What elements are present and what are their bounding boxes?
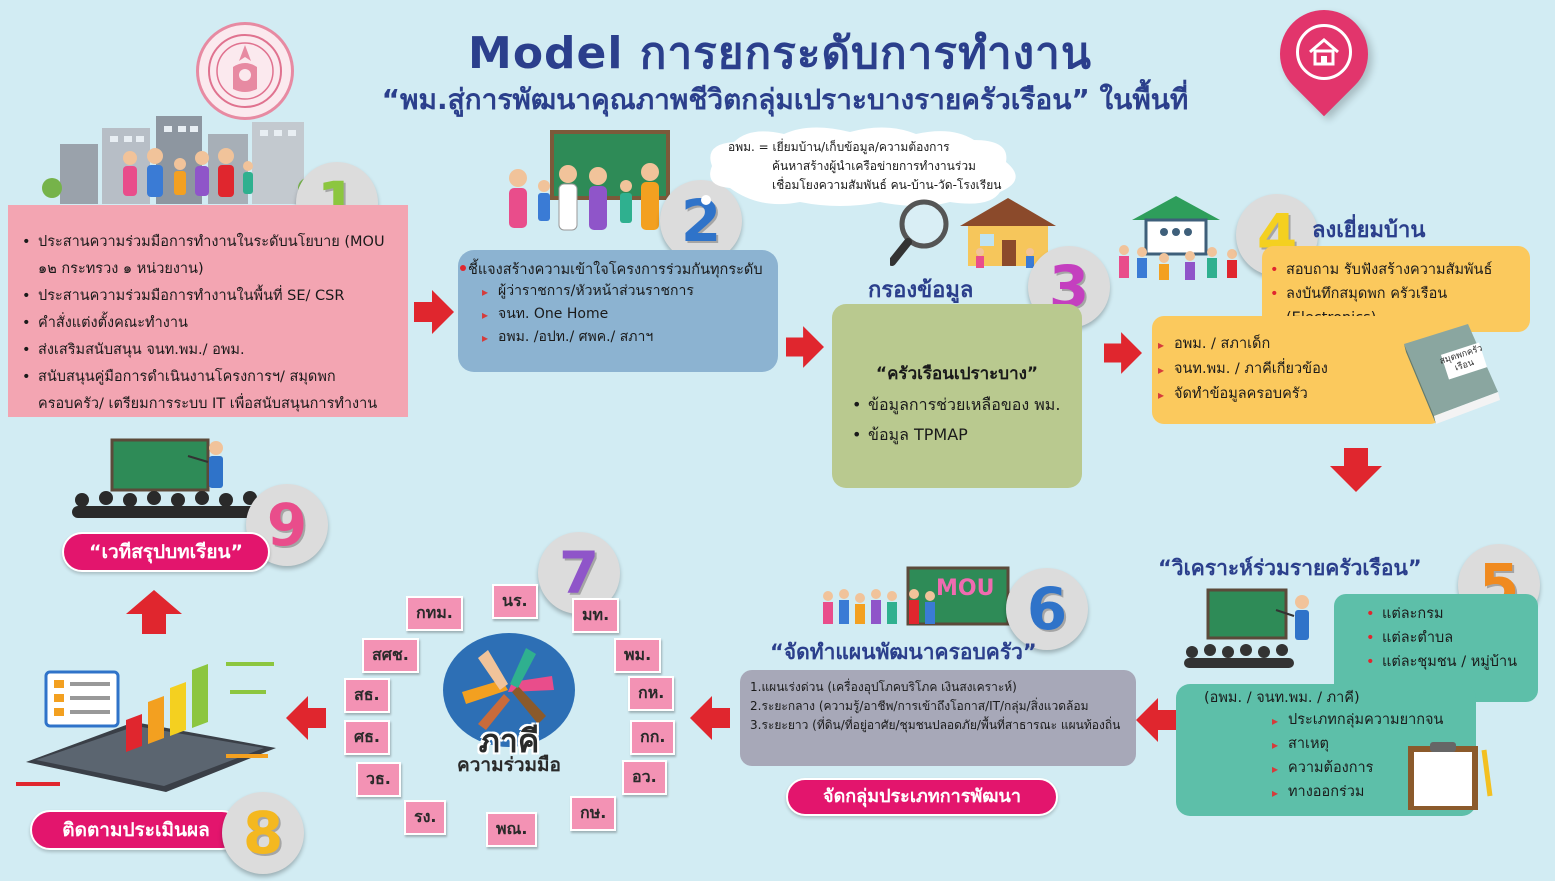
step-6-label: “จัดทำแผนพัฒนาครอบครัว” <box>770 640 1037 664</box>
step-3-label: กรองข้อมูล <box>868 278 974 303</box>
partner-tag: กษ. <box>570 796 617 831</box>
step-3-heading: “ครัวเรือนเปราะบาง” <box>875 364 1039 384</box>
step-2-cloud: อพม. = เยี่ยมบ้าน/เก็บข้อมูล/ความต้องการ… <box>700 126 1030 208</box>
clipboard-icon <box>1404 740 1496 812</box>
step-6-plan: 1.แผนเร่งด่วน (เครื่องอุปโภคบริโภค เงินส… <box>750 680 1017 694</box>
partner-tag: อว. <box>622 760 667 795</box>
tablet-chart-illustration <box>16 652 282 792</box>
step-7-center-title: ภาคี <box>478 722 540 760</box>
partner-tag: รง. <box>404 800 447 835</box>
step-8-pill: ติดตามประเมินผล <box>30 810 242 850</box>
step-5-level: แต่ละชุมชน / หมู่บ้าน <box>1364 650 1517 674</box>
arrow-right-icon <box>414 290 454 338</box>
step-5-box: (อพม. / จนท.พม. / ภาคี) ประเภทกลุ่มความย… <box>1176 684 1476 816</box>
partner-tag: ศธ. <box>344 720 390 755</box>
step-6-pill: จัดกลุ่มประเภทการพัฒนา <box>786 778 1058 816</box>
step-2-number: 2 <box>660 180 742 262</box>
step-5-who: (อพม. / จนท.พม. / ภาคี) <box>1204 690 1360 706</box>
page-subtitle: “พม.สู่การพัฒนาคุณภาพชีวิตกลุ่มเปราะบางร… <box>381 83 1189 116</box>
page-title: Model การยกระดับการทำงาน <box>468 28 1092 79</box>
family-book-icon: สมุดพกครัวเรือน <box>1396 318 1502 426</box>
step-1-item: คำสั่งแต่งตั้งคณะทำงาน <box>20 310 394 337</box>
step-4-item: อพม. / สภาเด็ก <box>1156 332 1328 358</box>
partner-tag: กทม. <box>406 596 463 631</box>
step-3-box: “ครัวเรือนเปราะบาง” ข้อมูลการช่วยเหลือขอ… <box>832 304 1082 488</box>
step-6-plan: 2.ระยะกลาง (ความรู้/อาชีพ/การเข้าถึงโอกา… <box>750 699 1089 713</box>
partner-tag: พม. <box>614 638 662 673</box>
step-2-heading: ชี้แจงสร้างความเข้าใจโครงการร่วมกันทุกระ… <box>468 262 763 278</box>
cloud-line: เชื่อมโยงความสัมพันธ์ คน-บ้าน-วัด-โรงเรี… <box>772 178 1002 192</box>
cloud-line: ค้นหาสร้างผู้นำเครือข่ายการทำงานร่วม <box>772 159 976 173</box>
step-1-box: ประสานความร่วมมือการทำงานในระดับนโยบาย (… <box>8 205 408 417</box>
teacher-family-illustration <box>500 128 680 240</box>
step-5-level: แต่ละกรม <box>1364 602 1517 626</box>
step-6-plan: 3.ระยะยาว (ที่ดิน/ที่อยู่อาศัย/ชุมชนปลอด… <box>750 718 1121 732</box>
step-2-box: ชี้แจงสร้างความเข้าใจโครงการร่วมกันทุกระ… <box>458 250 778 372</box>
arrow-left-icon <box>690 696 730 744</box>
teacher-class-illustration <box>1182 588 1330 674</box>
step-7-center-sub: ความร่วมมือ <box>457 754 561 776</box>
step-3-item: ข้อมูลการช่วยเหลือของ พม. <box>850 390 1060 420</box>
arrow-right-icon <box>786 326 824 372</box>
arrow-down-icon <box>1330 448 1382 496</box>
step-4-item: สอบถาม รับฟังสร้างความสัมพันธ์ <box>1268 258 1530 282</box>
step-1-item: สนับสนุนคู่มือการดำเนินงานโครงการฯ/ สมุด… <box>20 364 394 418</box>
step-5-level: แต่ละตำบล <box>1364 626 1517 650</box>
step-4-item: จนท.พม. / ภาคีเกี่ยวข้อง <box>1156 357 1328 383</box>
step-5-item: ประเภทกลุ่มความยากจน <box>1270 708 1443 733</box>
partner-tag: นร. <box>492 584 538 619</box>
step-6-box: 1.แผนเร่งด่วน (เครื่องอุปโภคบริโภค เงินส… <box>740 670 1136 766</box>
step-5-item: ความต้องการ <box>1270 756 1443 781</box>
partner-tag: พณ. <box>486 812 538 847</box>
step-2-item: ผู้ว่าราชการ/หัวหน้าส่วนราชการ <box>480 280 694 304</box>
arrow-up-icon <box>126 590 182 638</box>
step-4-label: ลงเยี่ยมบ้าน <box>1312 218 1426 243</box>
step-6-number: 6 <box>1006 568 1088 650</box>
step-5-item: ทางออกร่วม <box>1270 780 1443 805</box>
mou-label: MOU <box>936 576 995 601</box>
step-3-item: ข้อมูล TPMAP <box>850 420 1060 450</box>
step-2-item: อพม. /อปท./ ศพค./ สภาฯ <box>480 326 694 350</box>
partner-tag: กห. <box>628 676 675 711</box>
step-4-item: จัดทำข้อมูลครอบครัว <box>1156 382 1328 408</box>
arrow-left-icon <box>1136 698 1176 746</box>
partner-tag: สธ. <box>344 678 390 713</box>
step-4-bottom-box: อพม. / สภาเด็ก จนท.พม. / ภาคีเกี่ยวข้อง … <box>1152 316 1442 424</box>
arrow-left-icon <box>286 696 326 744</box>
arrow-right-icon <box>1104 332 1142 378</box>
partner-tag: สศช. <box>362 638 419 673</box>
step-9-number: 9 <box>246 484 328 566</box>
step-5-label: “วิเคราะห์ร่วมรายครัวเรือน” <box>1158 556 1422 580</box>
home-visit-illustration <box>1112 196 1242 282</box>
step-1-item: ประสานความร่วมมือการทำงานในพื้นที่ SE/ C… <box>20 283 394 310</box>
partner-tag: วธ. <box>356 762 401 797</box>
step-2-item: จนท. One Home <box>480 303 694 327</box>
home-icon <box>1296 24 1352 80</box>
step-1-item: ส่งเสริมสนับสนุน จนท.พม./ อพม. <box>20 337 394 364</box>
cloud-line: อพม. = เยี่ยมบ้าน/เก็บข้อมูล/ความต้องการ <box>728 140 950 154</box>
step-8-number: 8 <box>222 792 304 874</box>
step-9-pill: “เวทีสรุปบทเรียน” <box>62 532 270 572</box>
step-1-item: ประสานความร่วมมือการทำงานในระดับนโยบาย (… <box>20 229 394 283</box>
step-5-item: สาเหตุ <box>1270 732 1443 757</box>
ministry-seal-icon <box>196 22 294 120</box>
magnifier-house-icon <box>888 196 1060 272</box>
seminar-illustration <box>66 436 266 526</box>
hands-circle-icon <box>442 632 576 748</box>
mou-family-illustration: MOU <box>818 566 1018 630</box>
city-family-illustration <box>40 108 320 204</box>
partner-tag: กก. <box>630 720 676 755</box>
partner-tag: มท. <box>572 598 620 633</box>
